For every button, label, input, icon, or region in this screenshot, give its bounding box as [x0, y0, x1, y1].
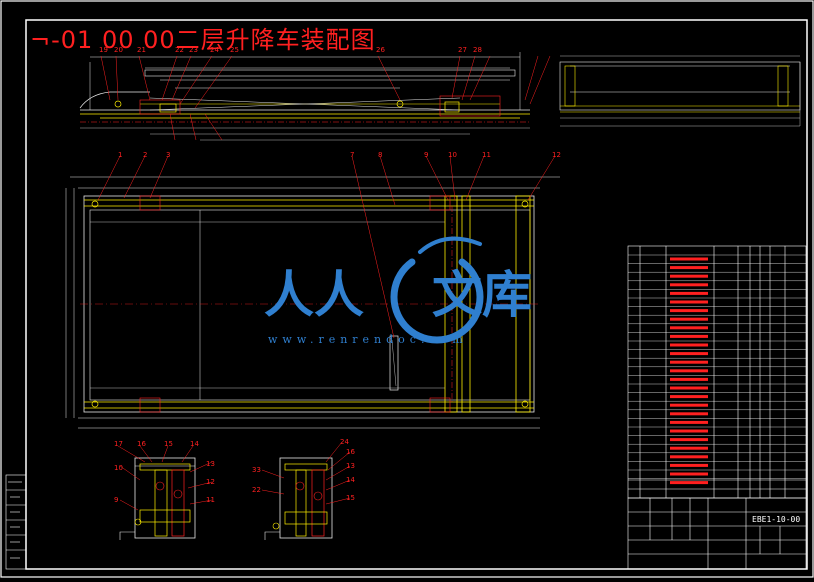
balloon-plan: 11: [482, 151, 491, 159]
balloon-section-right: 24: [340, 438, 349, 446]
parts-row-text: [670, 317, 708, 321]
inner-frame: [25, 19, 808, 570]
parts-row-text: [670, 463, 708, 467]
parts-row-text: [670, 420, 708, 424]
balloon-section-left: 14: [190, 440, 199, 448]
balloon-section-left: 16: [137, 440, 146, 448]
balloon-top: 24: [210, 46, 219, 54]
watermark-logo: [390, 236, 484, 344]
balloon-section-left: 12: [206, 478, 215, 486]
section-view-right: [261, 441, 351, 540]
parts-row-text: [670, 309, 708, 313]
parts-row-text: [670, 438, 708, 442]
drawing-code: EBE1-10-00: [752, 515, 801, 524]
balloon-plan: 3: [166, 151, 170, 159]
plan-view: [65, 155, 560, 429]
parts-list: [627, 245, 807, 499]
balloon-section-left: 15: [164, 440, 173, 448]
parts-row-text: [670, 291, 708, 295]
parts-row-text: [670, 403, 708, 407]
balloon-top: 28: [473, 46, 482, 54]
balloon-section-right: 16: [346, 448, 355, 456]
balloon-top: 22: [175, 46, 184, 54]
balloon-top: 27: [458, 46, 467, 54]
parts-row-text: [670, 300, 708, 304]
parts-row-text: [670, 257, 708, 261]
balloon-top: 20: [114, 46, 123, 54]
parts-row-text: [670, 352, 708, 356]
parts-list-rows: [628, 254, 806, 485]
parts-row-text: [670, 360, 708, 364]
balloon-section-left: 9: [114, 496, 118, 504]
parts-row-text: [670, 446, 708, 450]
balloon-section-right: 15: [346, 494, 355, 502]
balloon-top: 23: [189, 46, 198, 54]
parts-row-text: [670, 429, 708, 433]
balloon-section-left: 10: [114, 464, 123, 472]
balloon-plan: 7: [350, 151, 354, 159]
balloon-plan: 9: [424, 151, 428, 159]
balloon-section-left: 13: [206, 460, 215, 468]
parts-row-text: [670, 334, 708, 338]
parts-row-text: [670, 343, 708, 347]
parts-row-text: [670, 386, 708, 390]
watermark-text-right: 文库: [432, 266, 532, 324]
left-revision-block: [5, 474, 27, 570]
parts-row-text: [670, 395, 708, 399]
watermark-url: www.renrendoc.com: [268, 333, 468, 346]
balloon-section-right: 33: [252, 466, 261, 474]
balloon-top: 19: [99, 46, 108, 54]
parts-row-text: [670, 377, 708, 381]
balloon-plan: 12: [552, 151, 561, 159]
balloon-section-right: 13: [346, 462, 355, 470]
balloon-section-right: 14: [346, 476, 355, 484]
balloon-plan: 1: [118, 151, 122, 159]
parts-row-text: [670, 266, 708, 270]
balloon-section-right: 22: [252, 486, 261, 494]
balloon-section-left: 11: [206, 496, 215, 504]
parts-row-text: [670, 455, 708, 459]
parts-row-text: [670, 412, 708, 416]
section-view-left: [117, 445, 213, 540]
balloon-top: 21: [137, 46, 146, 54]
end-view: [559, 55, 801, 127]
title-block: [627, 497, 807, 570]
parts-row-text: [670, 326, 708, 330]
balloon-section-left: 17: [114, 440, 123, 448]
watermark-text-left: 人人: [264, 266, 364, 324]
parts-row-text: [670, 274, 708, 278]
drawing-title: ¬-01 00 00二层升降车装配图: [30, 26, 376, 54]
parts-row-text: [670, 472, 708, 476]
balloon-top: 25: [230, 46, 239, 54]
parts-row-text: [670, 481, 708, 485]
balloon-top: 26: [376, 46, 385, 54]
parts-row-text: [670, 283, 708, 287]
balloon-plan: 2: [143, 151, 147, 159]
side-view: [79, 52, 551, 141]
parts-row-text: [670, 369, 708, 373]
balloon-plan: 10: [448, 151, 457, 159]
balloon-plan: 8: [378, 151, 382, 159]
